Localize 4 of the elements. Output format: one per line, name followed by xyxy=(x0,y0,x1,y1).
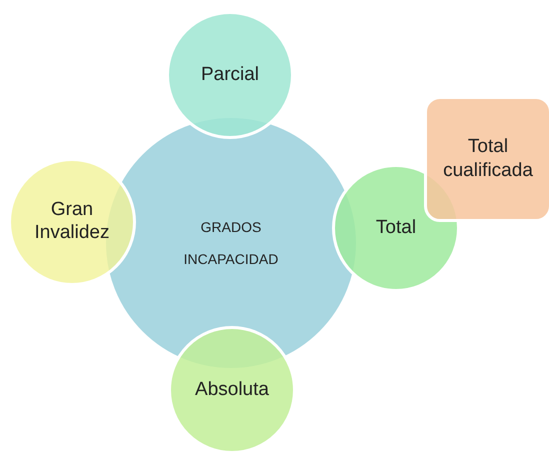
circle-node: Gran Invalidez xyxy=(8,158,136,286)
circle-node: Parcial xyxy=(166,11,294,139)
circle-node: Absoluta xyxy=(168,326,296,452)
rounded-box: Total cualificada xyxy=(424,96,549,222)
